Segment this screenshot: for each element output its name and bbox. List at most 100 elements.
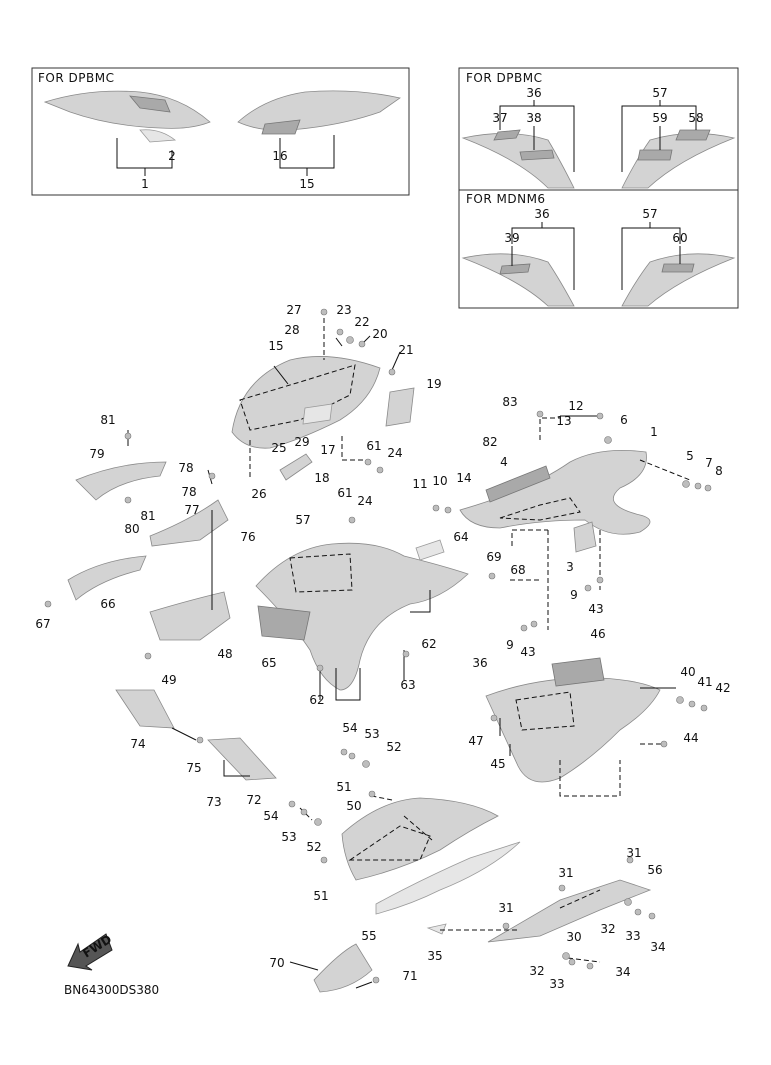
callout-label: 75 bbox=[186, 761, 201, 775]
bolt bbox=[648, 912, 656, 920]
bolt bbox=[388, 368, 396, 376]
dashed-line bbox=[403, 815, 433, 841]
callout-label: 49 bbox=[161, 673, 176, 687]
bolt bbox=[348, 516, 356, 524]
front-side-cowling bbox=[459, 450, 651, 535]
callout-label: 34 bbox=[615, 965, 630, 979]
bolt bbox=[340, 748, 348, 756]
leader-line bbox=[116, 138, 173, 169]
callout-label: 68 bbox=[510, 563, 525, 577]
bolt bbox=[362, 760, 370, 768]
callout-label: 6 bbox=[620, 413, 628, 427]
bolt bbox=[44, 600, 52, 608]
bracket bbox=[573, 521, 597, 553]
callout-label: 78 bbox=[181, 485, 196, 499]
dashed-line bbox=[567, 957, 601, 963]
leader-line bbox=[621, 105, 697, 172]
dashed-outline bbox=[289, 553, 353, 593]
inset-top-left: FOR DPBMC 2 1 16 15 bbox=[31, 67, 410, 196]
callout-label: 9 bbox=[506, 638, 514, 652]
belly-pan-70 bbox=[313, 943, 373, 993]
fasteners bbox=[44, 308, 712, 984]
callout-label: 29 bbox=[294, 435, 309, 449]
callout-label: 33 bbox=[625, 929, 640, 943]
panel-piece bbox=[302, 403, 333, 425]
lower-bracket-72 bbox=[207, 737, 277, 781]
bolt bbox=[372, 976, 380, 984]
leader-line bbox=[223, 760, 250, 777]
bolt bbox=[368, 790, 376, 798]
bolt bbox=[584, 584, 592, 592]
side-cover-bracket bbox=[149, 499, 229, 547]
bolt bbox=[358, 340, 366, 348]
leader-line bbox=[117, 167, 146, 176]
callout-label: 21 bbox=[398, 343, 413, 357]
inner-panel bbox=[279, 453, 313, 481]
dashed-outline bbox=[348, 825, 431, 861]
upper-cowling bbox=[231, 356, 381, 449]
dashed-line bbox=[559, 760, 621, 797]
callout-label: 22 bbox=[354, 315, 369, 329]
leader-line bbox=[391, 351, 401, 371]
bolt bbox=[562, 952, 570, 960]
callout-label: 25 bbox=[271, 441, 286, 455]
callout-label: 80 bbox=[124, 522, 139, 536]
callout-label: 37 bbox=[492, 111, 507, 125]
callout-label: 9 bbox=[570, 588, 578, 602]
leader-line bbox=[355, 981, 373, 989]
callout-label: 73 bbox=[206, 795, 221, 809]
drawing-code: BN64300DS380 bbox=[64, 983, 159, 997]
callout-label: 13 bbox=[556, 414, 571, 428]
callout-label: 18 bbox=[314, 471, 329, 485]
bolt bbox=[604, 436, 612, 444]
bolt bbox=[676, 696, 684, 704]
side-cowling-57 bbox=[255, 542, 469, 691]
bolt bbox=[488, 572, 496, 580]
decal bbox=[675, 129, 711, 141]
bolt bbox=[444, 506, 452, 514]
callout-label: 16 bbox=[272, 149, 287, 163]
callout-label: 23 bbox=[336, 303, 351, 317]
bolt bbox=[490, 714, 498, 722]
bolt bbox=[402, 650, 410, 658]
cowling-tab bbox=[139, 129, 177, 143]
lower-cover-55 bbox=[375, 841, 521, 915]
bolt bbox=[144, 652, 152, 660]
callout-label: 36 bbox=[472, 656, 487, 670]
callout-label: 61 bbox=[337, 486, 352, 500]
callout-label: 11 bbox=[412, 477, 427, 491]
leader-line bbox=[279, 135, 335, 169]
bolt bbox=[208, 472, 216, 480]
callout-label: 2 bbox=[168, 149, 176, 163]
bolt bbox=[558, 884, 566, 892]
bolt bbox=[624, 898, 632, 906]
dashed-outline bbox=[515, 691, 575, 731]
callout-label: 7 bbox=[705, 456, 713, 470]
bolt bbox=[586, 962, 594, 970]
cowling-stripe bbox=[129, 95, 171, 113]
callout-label: 76 bbox=[240, 530, 255, 544]
callout-label: 53 bbox=[281, 830, 296, 844]
bolt bbox=[596, 412, 604, 420]
lower-trim-74 bbox=[115, 689, 175, 729]
bolt bbox=[432, 504, 440, 512]
callout-label: 35 bbox=[427, 949, 442, 963]
callout-label: 15 bbox=[299, 177, 314, 191]
lower-bracket bbox=[149, 591, 231, 641]
callout-label: 30 bbox=[566, 930, 581, 944]
callout-label: 64 bbox=[453, 530, 468, 544]
callout-label: 60 bbox=[672, 231, 687, 245]
leader-line bbox=[273, 365, 289, 385]
callout-label: 51 bbox=[313, 889, 328, 903]
dashed-line bbox=[539, 417, 560, 440]
callout-label: 58 bbox=[688, 111, 703, 125]
callout-label: 56 bbox=[647, 863, 662, 877]
bolt bbox=[320, 856, 328, 864]
decal bbox=[519, 149, 555, 161]
inner-cover-46 bbox=[551, 657, 605, 687]
callout-label: 39 bbox=[504, 231, 519, 245]
clip-35 bbox=[426, 923, 447, 935]
callout-label: 36 bbox=[526, 86, 541, 100]
callout-label: 40 bbox=[680, 665, 695, 679]
